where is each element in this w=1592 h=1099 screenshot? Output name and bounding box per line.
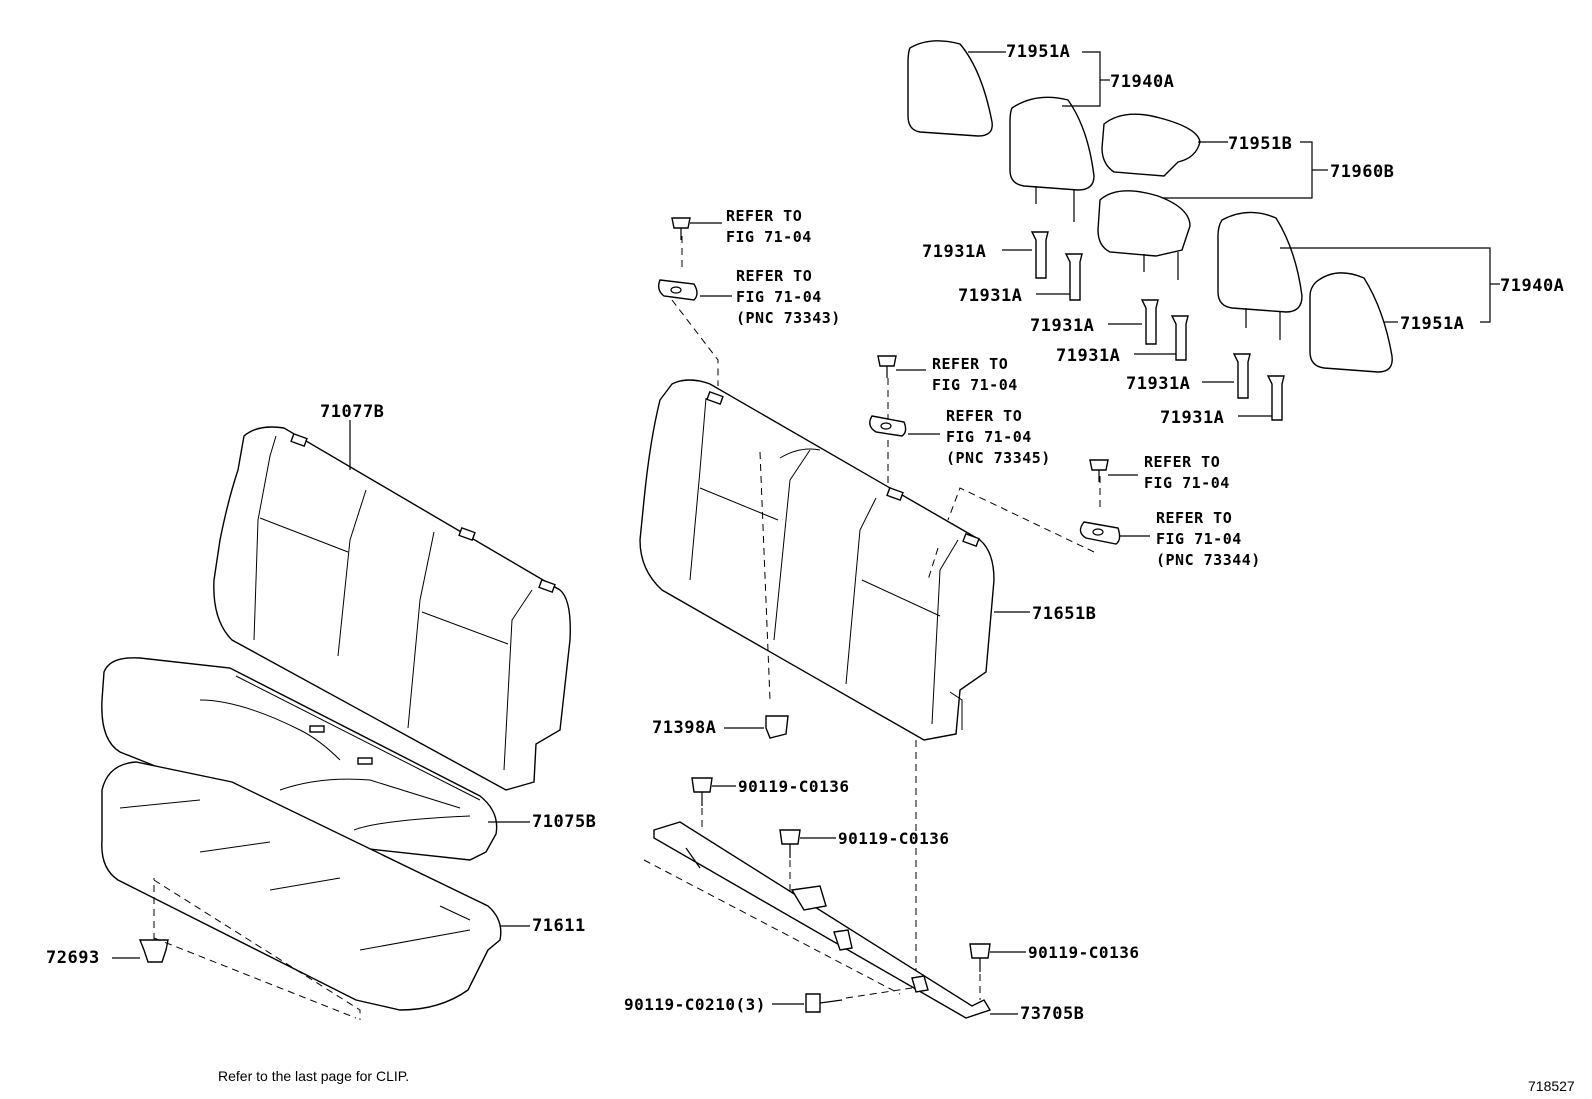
headrest-71951A-top [907,40,993,137]
figure-code: 718527 [1528,1078,1575,1094]
headrest-71951B [1101,113,1201,177]
refer-note-1: REFER TO FIG 71-04 [726,207,812,246]
bolt-90119-C0210 [772,987,913,1013]
label-71940A-right: 71940A [1500,276,1565,296]
bracket-ref-6 [1079,521,1150,545]
bolt-90119-C0136-a [691,777,736,832]
seat-cushion-cover-71075B [101,657,498,861]
label-71075B: 71075B [532,812,597,832]
hinge-rail-73705B [653,821,1018,1019]
label-71651B: 71651B [1032,604,1097,624]
clip-71398A [724,715,789,739]
headrest-71960B [1097,190,1191,280]
label-71951A-right: 71951A [1400,314,1465,334]
label-71077B: 71077B [320,402,385,422]
seat-back-frame-71651B [639,379,995,741]
label-71951B: 71951B [1228,134,1293,154]
label-71951A-top: 71951A [1006,42,1071,62]
label-71611: 71611 [532,916,586,936]
headrest-71940A-right [1217,211,1303,340]
refer-note-6: REFER TO FIG 71-04 (PNC 73344) [1156,509,1261,569]
headrest-71951A-right [1309,272,1393,373]
bolt-90119-C0136-c [969,943,1026,1000]
label-71931A-3: 71931A [1030,316,1095,336]
bracket-ref-2 [657,279,732,301]
label-72693: 72693 [46,948,100,968]
label-71960B: 71960B [1330,162,1395,182]
label-71931A-6: 71931A [1160,408,1225,428]
bolt-ref-1 [671,217,722,240]
label-71940A-top: 71940A [1110,72,1175,92]
label-71931A-2: 71931A [958,286,1023,306]
label-71931A-5: 71931A [1126,374,1191,394]
refer-note-2: REFER TO FIG 71-04 (PNC 73343) [736,267,841,327]
label-90119-C0210: 90119-C0210(3) [624,995,766,1014]
bracket-ref-4 [869,415,940,437]
label-71931A-4: 71931A [1056,346,1121,366]
bolt-90119-C0136-b [779,829,836,896]
bolt-ref-5 [1089,459,1138,482]
label-71398A: 71398A [652,718,717,738]
clip-72693 [112,878,361,1020]
footer-note: Refer to the last page for CLIP. [218,1068,410,1084]
refer-note-3: REFER TO FIG 71-04 [932,355,1018,394]
seat-cushion-pad-71611 [101,761,502,1011]
headrest-71940A-upper [1009,96,1095,222]
label-71931A-1: 71931A [922,242,987,262]
label-90119-C0136-c: 90119-C0136 [1028,943,1140,962]
label-90119-C0136-a: 90119-C0136 [738,777,850,796]
refer-note-4: REFER TO FIG 71-04 (PNC 73345) [946,407,1051,467]
refer-note-5: REFER TO FIG 71-04 [1144,453,1230,492]
bolt-ref-3 [877,355,926,378]
label-73705B: 73705B [1020,1004,1085,1024]
headrest-guides [1030,231,1285,421]
seat-back-cover-71077B [213,426,571,791]
label-90119-C0136-b: 90119-C0136 [838,829,950,848]
